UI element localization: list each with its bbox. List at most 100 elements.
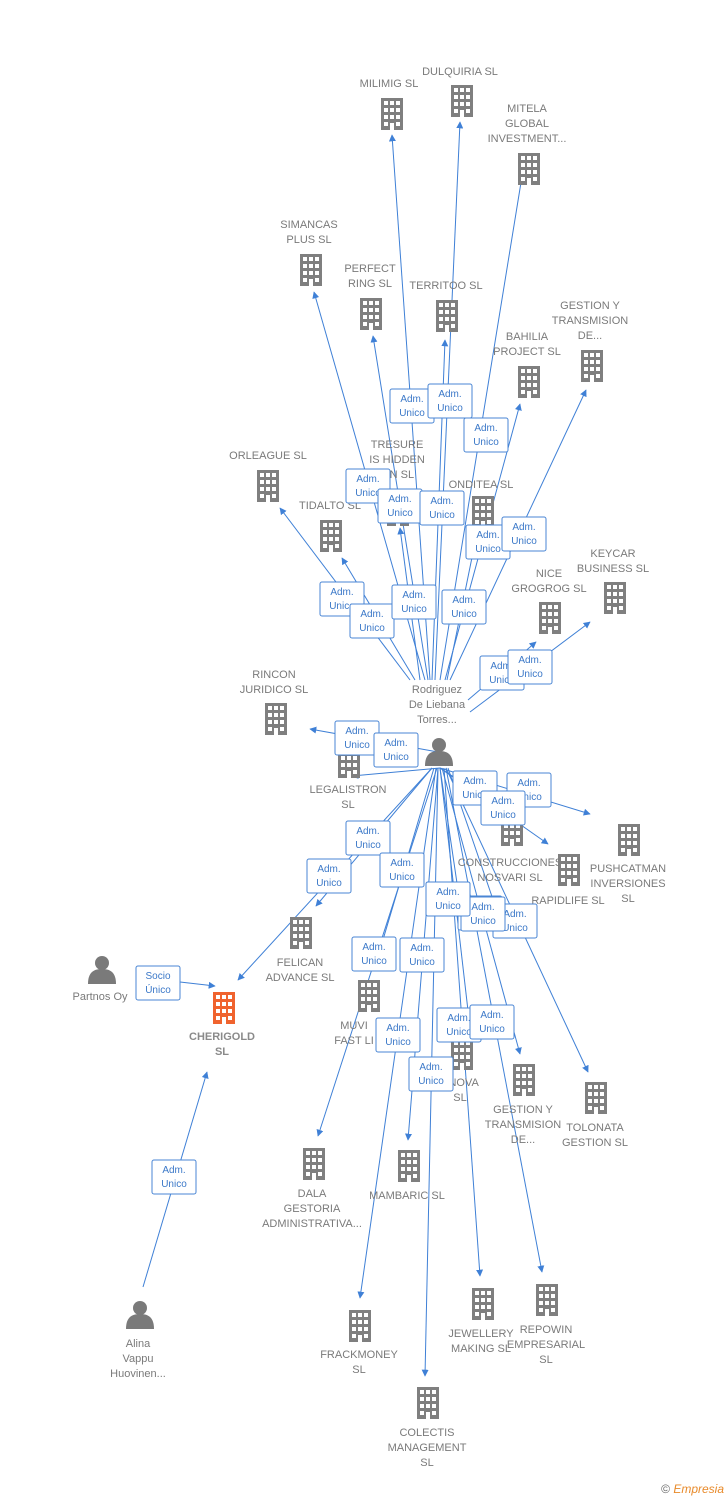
company-node-territoo[interactable]: TERRITOO SL (409, 280, 483, 332)
edge-label-box (373, 732, 419, 768)
company-node-gestion2[interactable]: GESTION YTRANSMISIONDE... (485, 1064, 561, 1146)
company-node-dala[interactable]: DALAGESTORIAADMINISTRATIVA... (262, 1148, 362, 1230)
node-label: MITELA (507, 103, 547, 115)
node-label: PROJECT SL (493, 346, 561, 358)
building-icon (539, 602, 561, 634)
building-icon (349, 1310, 371, 1342)
edge-label-text: Adm. (390, 858, 413, 869)
building-icon (436, 300, 458, 332)
person-node-alina[interactable]: AlinaVappuHuovinen... (110, 1301, 166, 1380)
node-label: BUSINESS SL (577, 563, 649, 575)
edge-label-box (345, 820, 391, 856)
company-node-mambaric[interactable]: MAMBARIC SL (369, 1150, 445, 1202)
edge-label-text: Adm. (447, 1013, 470, 1024)
node-label: TRANSMISION (552, 315, 628, 327)
edge-role-label[interactable]: Adm.Unico (480, 790, 526, 826)
edge-label-box (391, 584, 437, 620)
company-node-onditea[interactable]: ONDITEA SL (449, 479, 514, 528)
node-label: ADVANCE SL (266, 972, 335, 984)
node-label: PERFECT (344, 263, 396, 275)
edge-role-label[interactable]: Adm.Unico (469, 1004, 515, 1040)
company-node-cherigold[interactable]: CHERIGOLD SL (189, 992, 255, 1058)
node-label: SL (215, 1046, 229, 1058)
edge-label-box (469, 1004, 515, 1040)
edge-label-text: Adm. (480, 1010, 503, 1021)
edge-role-label[interactable]: Adm.Unico (151, 1159, 197, 1195)
company-node-rapidlife[interactable]: RAPIDLIFE SL (531, 854, 605, 907)
edge-role-label[interactable]: Adm.Unico (306, 858, 352, 894)
edge-role-label[interactable]: Adm.Unico (427, 383, 473, 419)
building-icon (536, 1284, 558, 1316)
edge-role-label[interactable]: Adm.Unico (377, 488, 423, 524)
brand-logo-text[interactable]: Empresia (673, 1482, 724, 1496)
edge-label-text: Unico (316, 878, 342, 889)
edge-role-label[interactable]: Adm.Unico (399, 937, 445, 973)
edge-role-label[interactable]: Adm.Unico (349, 603, 395, 639)
building-icon (581, 350, 603, 382)
edge-label-text: Unico (418, 1076, 444, 1087)
edge-role-label[interactable]: Adm.Unico (465, 524, 511, 560)
edge-label-box (463, 417, 509, 453)
edge-label-box (427, 383, 473, 419)
edge-label-text: Adm. (345, 726, 368, 737)
edge-label-text: Unico (437, 403, 463, 414)
node-label: FAST LI (334, 1035, 374, 1047)
edge-label-box (375, 1017, 421, 1053)
edge-label-text: Unico (435, 901, 461, 912)
edge-role-label[interactable]: Adm.Unico (419, 490, 465, 526)
edge-role-label[interactable]: Adm.Unico (425, 881, 471, 917)
company-node-milimig[interactable]: MILIMIG SL (360, 78, 419, 130)
edge-label-text: Unico (489, 675, 515, 686)
building-icon (472, 496, 494, 528)
edge-role-label[interactable]: Adm.Unico (373, 732, 419, 768)
node-label: TERRITOO SL (409, 280, 482, 292)
edge-labels-layer: Adm.UnicoAdm.UnicoAdm.UnicoAdm.UnicoAdm.… (135, 383, 553, 1195)
building-icon (398, 1150, 420, 1182)
company-node-mitela[interactable]: MITELAGLOBALINVESTMENT... (488, 103, 567, 185)
edge-role-label[interactable]: Adm.Unico (334, 720, 380, 756)
node-label: Alina (126, 1338, 151, 1350)
edge-role-label[interactable]: Adm.Unico (463, 417, 509, 453)
edge-role-label[interactable]: Adm.Unico (391, 584, 437, 620)
edge-role-label[interactable]: Adm.Unico (441, 589, 487, 625)
node-label: CHERIGOLD (189, 1031, 255, 1043)
edge-role-label[interactable]: Adm.Unico (501, 516, 547, 552)
company-node-tidalto[interactable]: TIDALTO SL (299, 500, 361, 552)
node-label: IS HIDDEN (369, 454, 425, 466)
building-icon (381, 98, 403, 130)
edge-role-label[interactable]: Adm.Unico (345, 820, 391, 856)
edge-role-label[interactable]: Adm.Unico (351, 936, 397, 972)
person-node-partnos[interactable]: Partnos Oy (72, 956, 128, 1003)
node-label: GESTION Y (560, 300, 620, 312)
node-label: TRANSMISION (485, 1119, 561, 1131)
relation-edge (351, 767, 441, 779)
edge-label-box (501, 516, 547, 552)
company-node-gestion1[interactable]: GESTION YTRANSMISIONDE... (552, 300, 628, 382)
edge-label-box (399, 937, 445, 973)
edge-role-label[interactable]: Adm.Unico (408, 1056, 454, 1092)
company-node-orleague[interactable]: ORLEAGUE SL (229, 450, 307, 502)
company-node-dulquiria[interactable]: DULQUIRIA SL (422, 66, 498, 117)
edge-role-label[interactable]: Adm.Unico (389, 388, 435, 424)
edge-role-label[interactable]: Adm.Unico (379, 852, 425, 888)
edge-role-label[interactable]: Adm.Unico (507, 649, 553, 685)
edge-role-label[interactable]: Adm.Unico (375, 1017, 421, 1053)
